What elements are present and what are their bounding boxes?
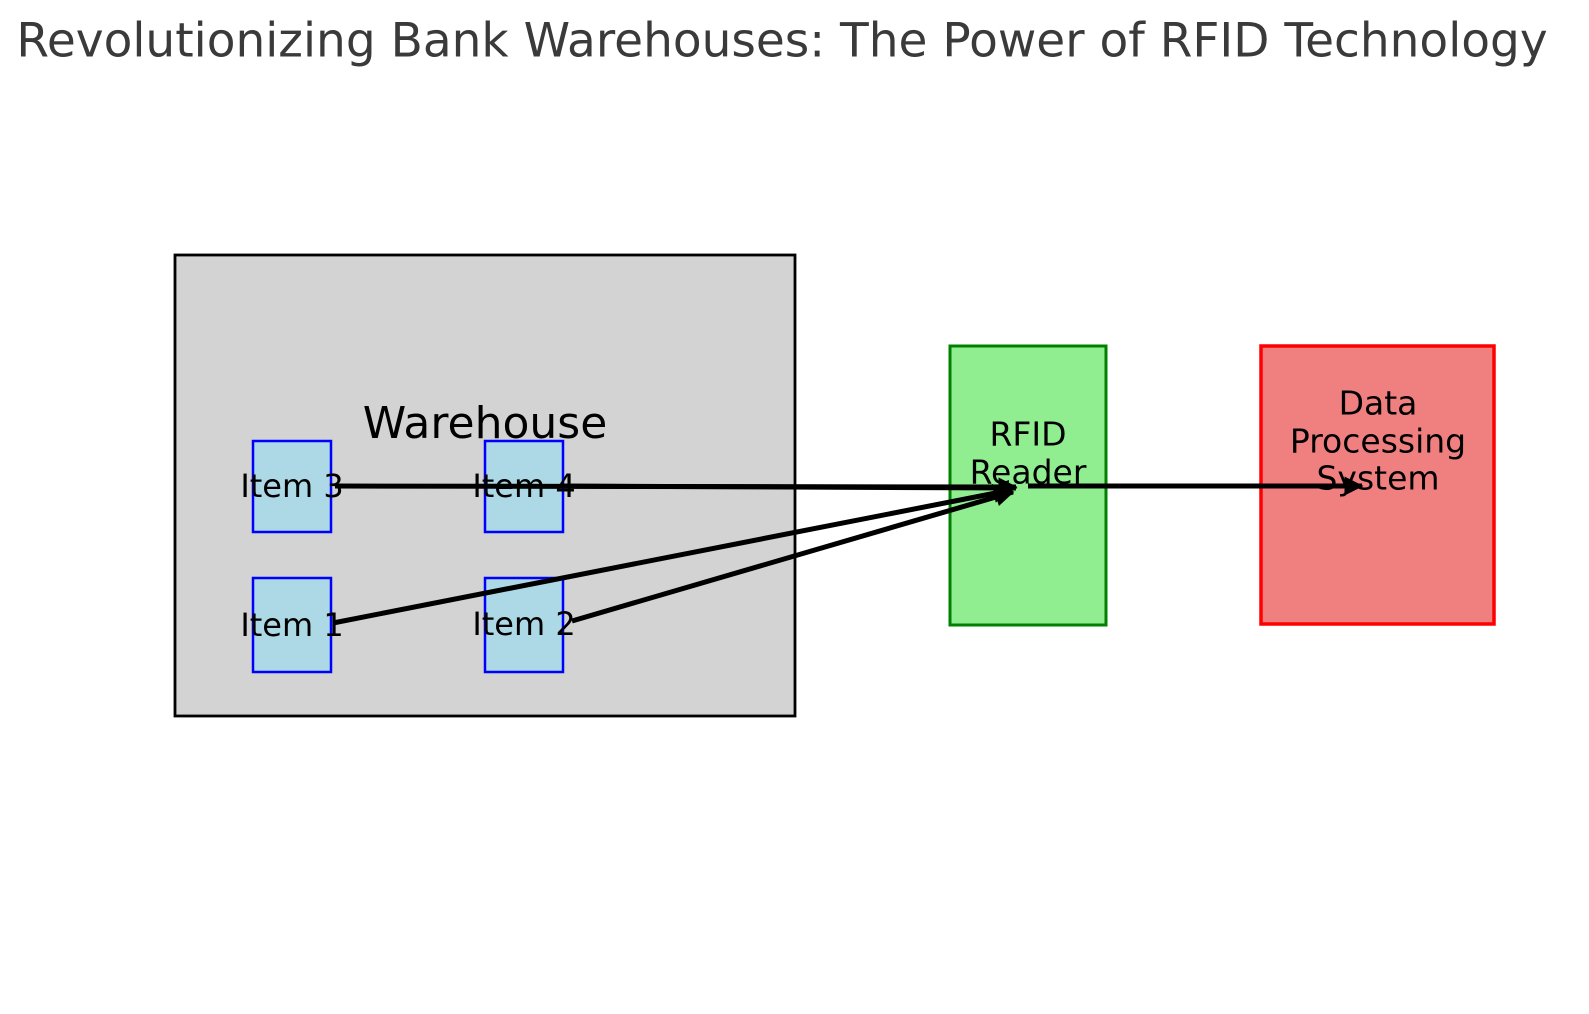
diagram-title: Revolutionizing Bank Warehouses: The Pow… (16, 13, 1548, 69)
rfid-reader-label: RFID Reader (969, 414, 1087, 491)
arrow-item2-to-reader (571, 487, 1015, 624)
item4-label: Item 4 (472, 466, 576, 505)
item1-box (251, 576, 333, 674)
item2-label: Item 2 (472, 604, 576, 643)
arrow-item4-to-reader (559, 478, 1018, 498)
item1-label: Item 1 (240, 605, 344, 644)
data-processing-label: Data Processing System (1289, 383, 1467, 498)
arrow-item1-to-reader (332, 484, 1013, 626)
item2-box (483, 576, 565, 674)
warehouse-label: Warehouse (362, 397, 608, 449)
item3-box (251, 439, 333, 534)
item3-label: Item 3 (240, 466, 344, 505)
